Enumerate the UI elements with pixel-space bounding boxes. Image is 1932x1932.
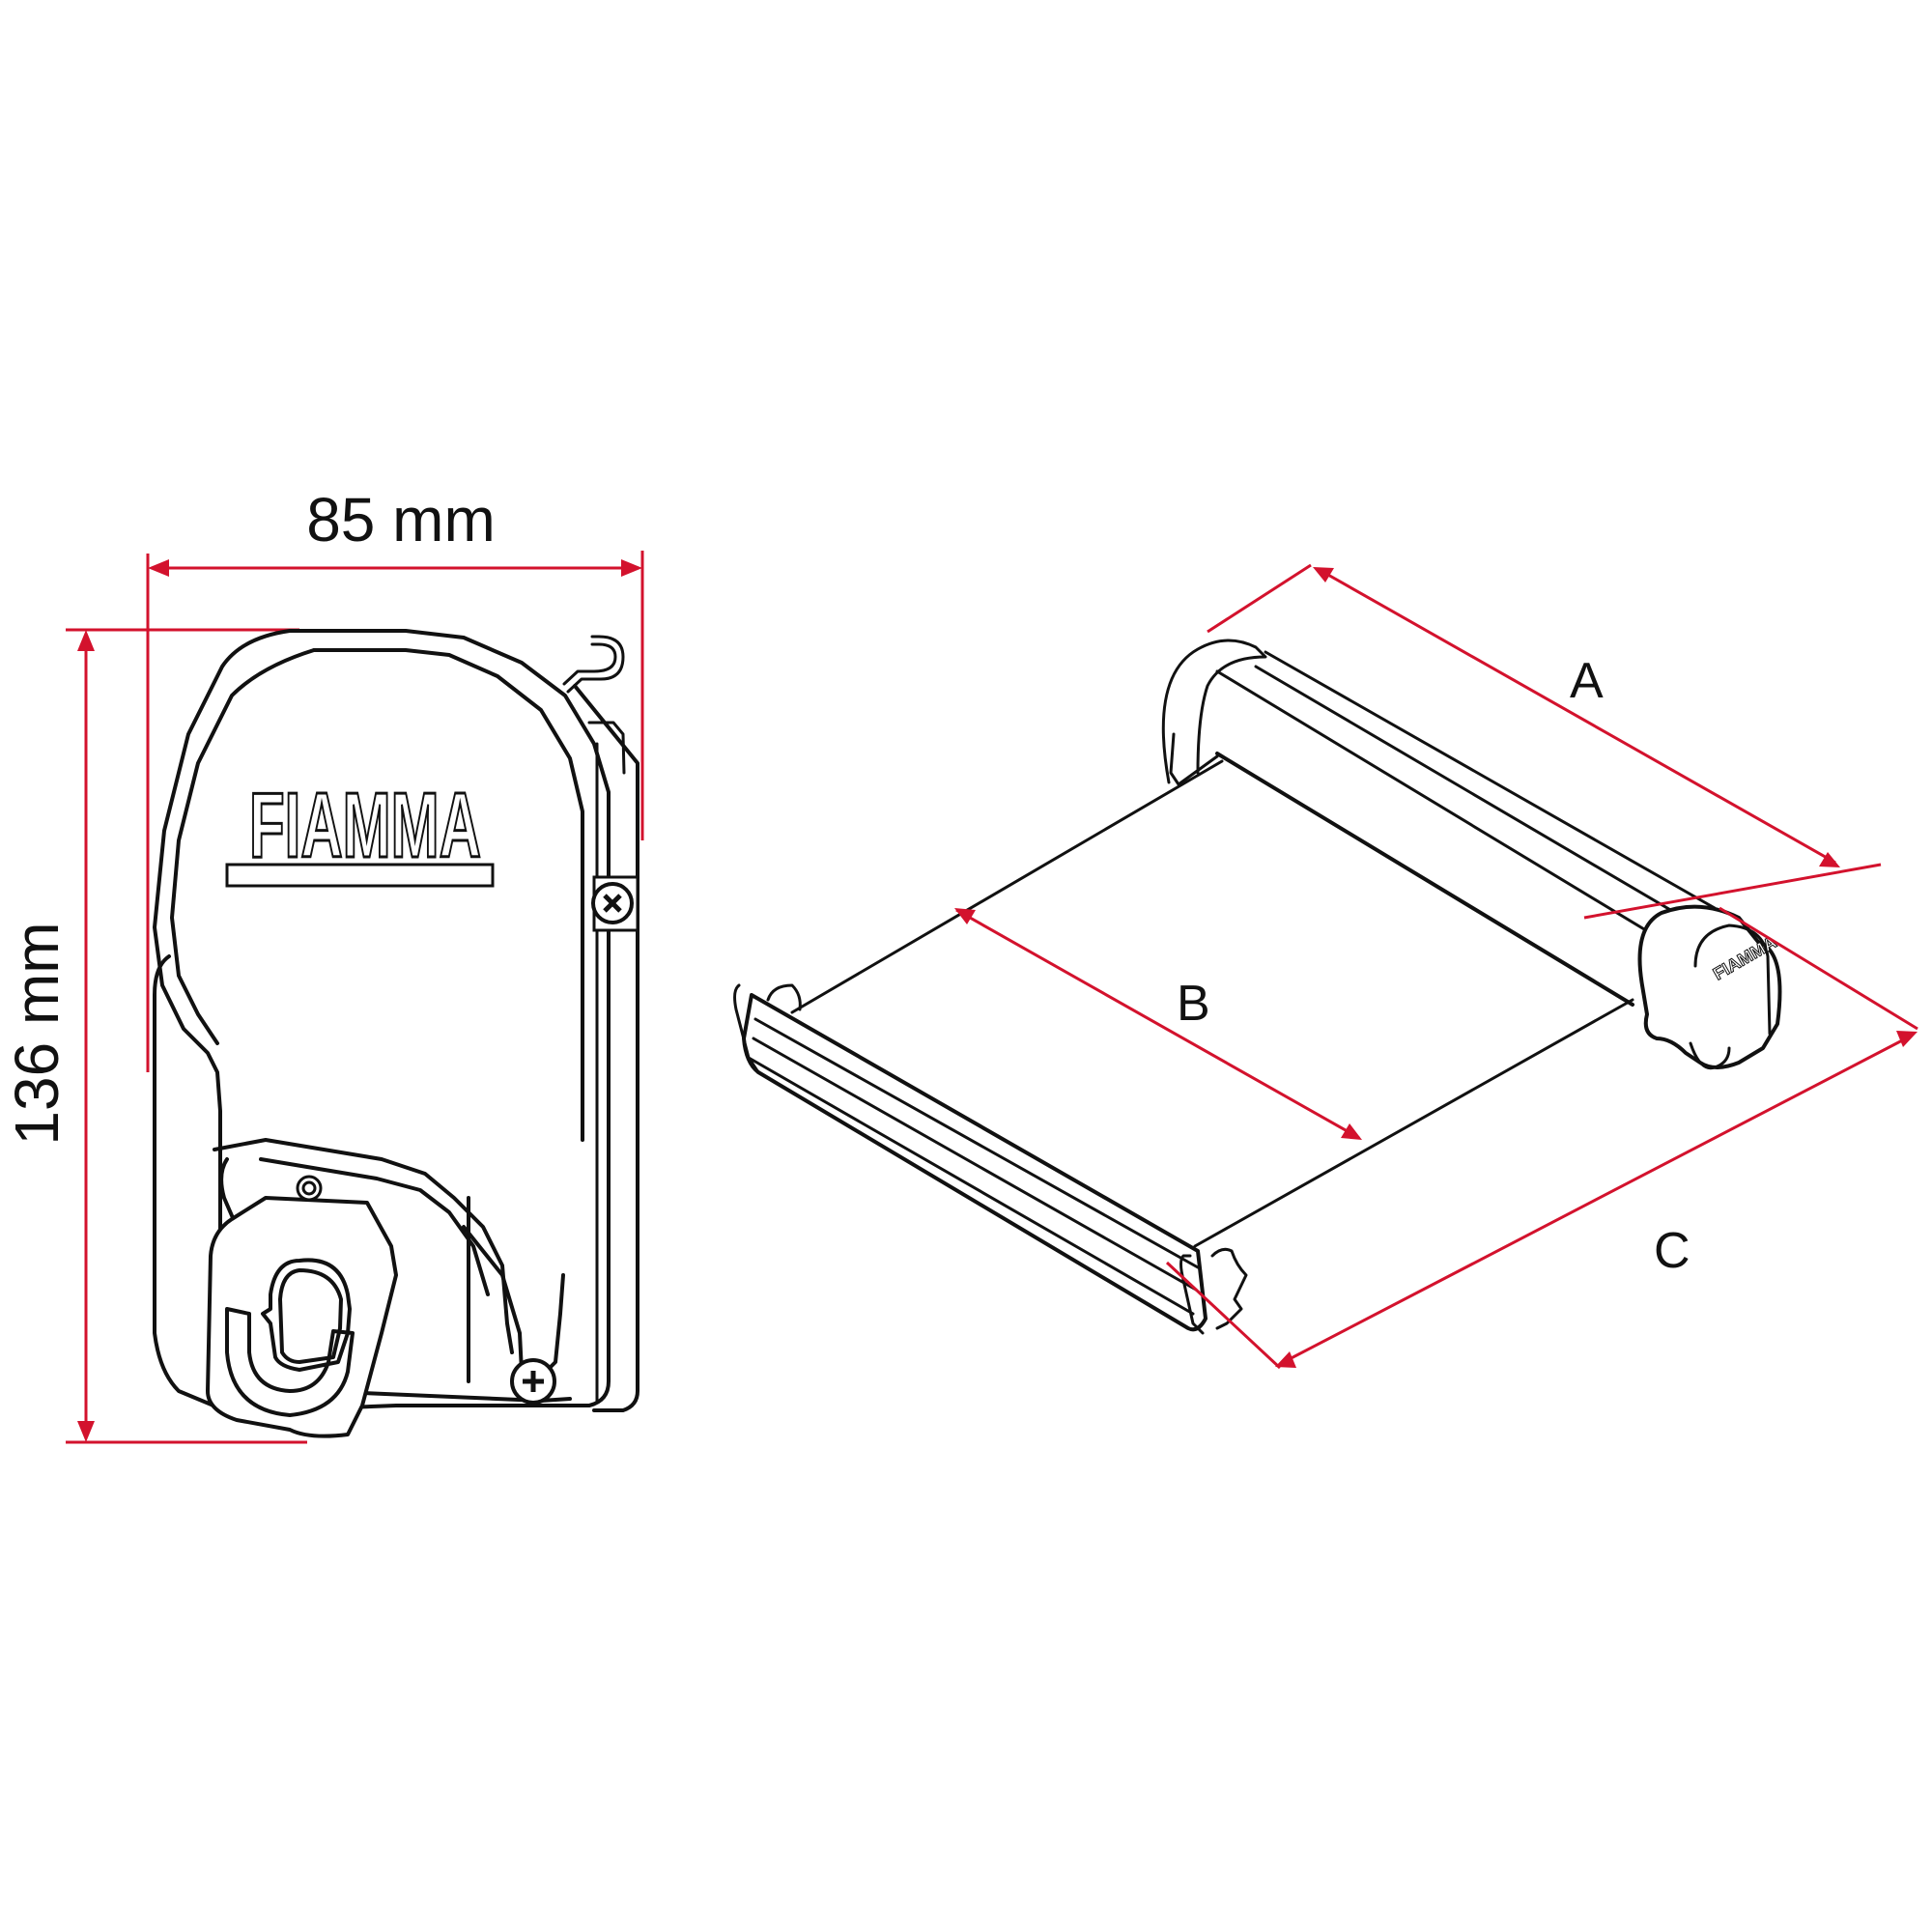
dimension-a: A: [1207, 563, 1882, 920]
dimension-b-label: B: [1177, 976, 1210, 1032]
width-dimension: 85 mm: [146, 485, 644, 1072]
dimension-b: B: [954, 908, 1362, 1140]
screw-cross-icon: [591, 875, 639, 932]
dimension-c: C: [1165, 906, 1918, 1370]
brand-logo: FIAMMA: [225, 773, 495, 888]
width-label: 85 mm: [306, 485, 496, 554]
dimension-a-label: A: [1570, 653, 1604, 709]
awning-side-profile: [153, 629, 639, 1417]
height-label: 136 mm: [2, 922, 71, 1145]
bolt-icon: [296, 1175, 323, 1202]
brand-logo-text: FIAMMA: [249, 774, 481, 877]
dimension-c-label: C: [1654, 1223, 1690, 1279]
screw-cross-icon: [510, 1358, 556, 1405]
awning-perspective: FIAMMA: [733, 639, 1782, 1335]
height-dimension: 136 mm: [2, 628, 307, 1444]
